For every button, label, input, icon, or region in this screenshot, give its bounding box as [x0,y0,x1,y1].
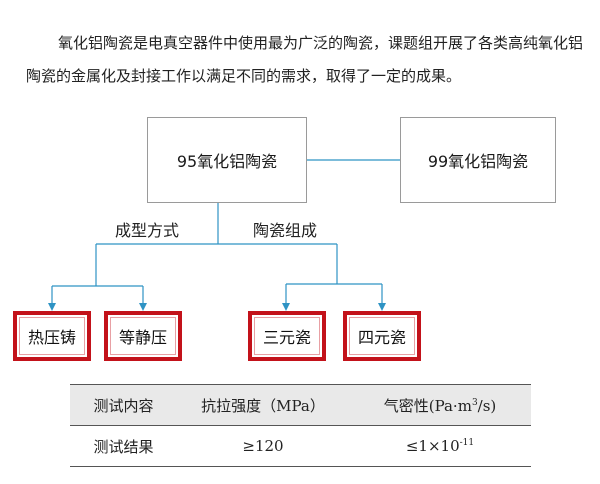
table-header-row: 测试内容 抗拉强度（MPa） 气密性(Pa·m3/s) [70,384,531,426]
branch-label-composition: 陶瓷组成 [253,221,318,240]
header-hermeticity: 气密性(Pa·m3/s) [349,384,531,426]
arrowhead-leaf3 [282,303,290,311]
arrowhead-leaf1 [48,303,56,311]
node-99-alumina: 99氧化铝陶瓷 [400,117,556,203]
leaf-hot-pressing: 热压铸 [13,311,91,361]
tensile-value: ≥120 [177,425,349,467]
branch-label-forming: 成型方式 [115,221,180,240]
node-95-alumina: 95氧化铝陶瓷 [147,117,307,203]
table-row: 测试结果 ≥120 ≤1×10-11 [70,425,531,467]
arrowhead-leaf4 [378,303,386,311]
header-test-item: 测试内容 [70,384,177,426]
leaf-quaternary: 四元瓷 [343,311,421,361]
test-results-table: 测试内容 抗拉强度（MPa） 气密性(Pa·m3/s) 测试结果 ≥120 ≤1… [70,384,531,467]
leaf-isostatic: 等静压 [104,311,182,361]
leaf-ternary: 三元瓷 [248,311,326,361]
row-label: 测试结果 [70,425,177,467]
intro-paragraph: 氧化铝陶瓷是电真空器件中使用最为广泛的陶瓷，课题组开展了各类高纯氧化铝陶瓷的金属… [26,34,584,85]
header-tensile: 抗拉强度（MPa） [177,384,349,426]
arrowhead-leaf2 [139,303,147,311]
hermeticity-value: ≤1×10-11 [349,425,531,467]
